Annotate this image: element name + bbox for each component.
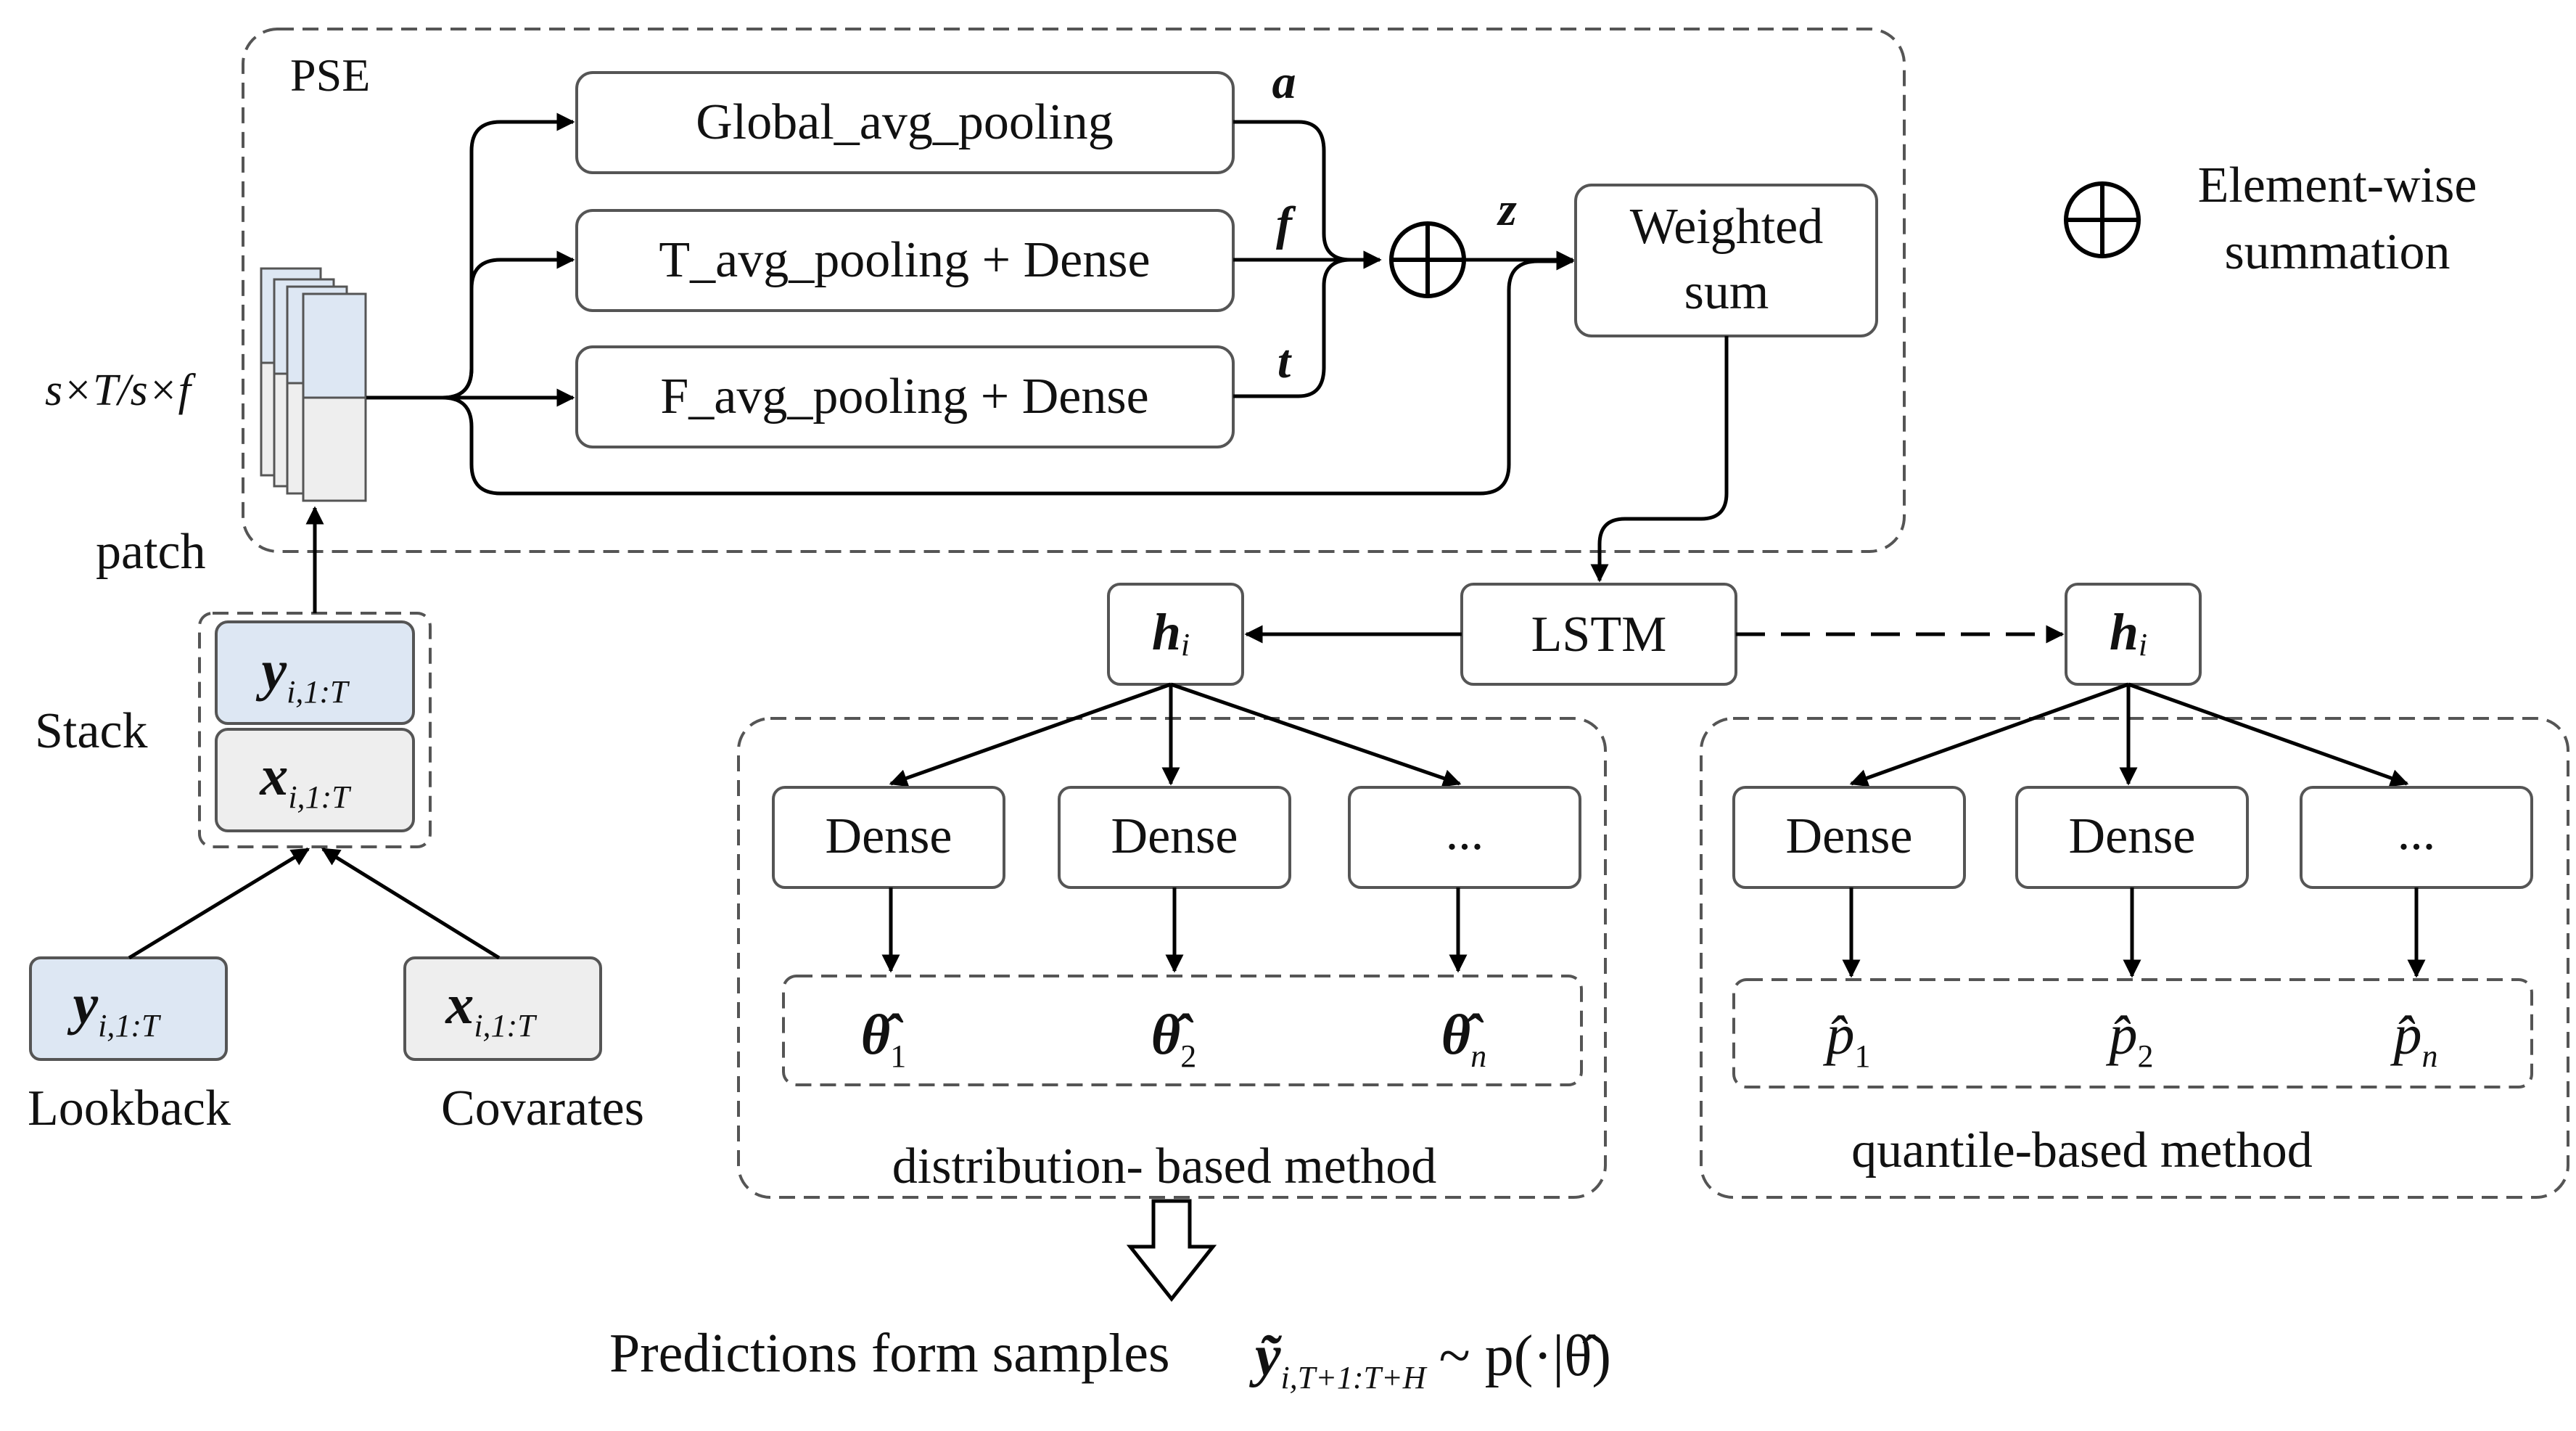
quant-output-container (1732, 978, 2533, 1088)
dist-output-container (782, 975, 1583, 1086)
covariates-x-label: xi,1:T (445, 972, 538, 1043)
lookback-box (29, 956, 228, 1061)
theta-n-label: θ̂n (1441, 1003, 1487, 1074)
weighted-sum-line2: sum (1684, 264, 1769, 320)
lookback-to-stack-arrow (128, 847, 310, 960)
p-n-label: p̂n (2390, 1003, 2438, 1074)
h-label-quantile: hi (2110, 603, 2147, 663)
stack-x-label: xi,1:T (259, 744, 352, 815)
output-a-label: a (1272, 56, 1296, 109)
global-avg-pooling-label: Global_avg_pooling (696, 94, 1113, 150)
quant-dense-label-2: Dense (2069, 808, 2196, 864)
dist-dense-label-2: Dense (1111, 808, 1238, 864)
legend-label-line2: summation (2224, 224, 2450, 280)
distribution-method-label: distribution- based method (892, 1139, 1436, 1194)
quant-dense-label-1: Dense (1786, 808, 1913, 864)
covariates-label: Covarates (441, 1081, 644, 1136)
lookback-label: Lookback (28, 1081, 231, 1136)
h-to-dense1-arrow (889, 682, 1172, 787)
patch-skip-line (442, 252, 1575, 496)
a-to-sum-line (1233, 120, 1382, 269)
p-1-label: p̂1 (1823, 1003, 1871, 1074)
f-avg-pooling-label: F_avg_pooling + Dense (660, 369, 1148, 425)
prediction-text: Predictions form samples (609, 1323, 1170, 1384)
stack-y-label: yi,1:T (256, 639, 351, 710)
covariates-to-stack-arrow (321, 847, 501, 960)
quantile-method-container (1700, 717, 2569, 1199)
lookback-y-label: yi,1:T (67, 972, 162, 1043)
weighted-to-lstm-arrow (1590, 336, 1729, 583)
t-avg-pooling-label: T_avg_pooling + Dense (659, 232, 1150, 288)
patch-label: patch (96, 524, 206, 580)
dist-dense-box-3 (1348, 786, 1581, 889)
legend-label-line1: Element-wise (2198, 157, 2477, 213)
stack-y-box (215, 620, 415, 725)
dist-dense-box-1 (772, 786, 1005, 889)
element-wise-sum-icon (1389, 221, 1466, 298)
hq-to-dense1-arrow (1849, 682, 2129, 787)
output-t-label: t (1277, 335, 1292, 388)
pse-title: PSE (290, 49, 370, 101)
h-to-dense3-arrow (1170, 682, 1462, 787)
stack-x-box (215, 728, 415, 832)
dist-dense-label-1: Dense (826, 808, 952, 864)
output-f-label: f (1276, 197, 1296, 250)
stack-label: Stack (35, 703, 148, 759)
legend-sum-icon (2064, 181, 2141, 258)
quant-dense-box-1 (1732, 786, 1966, 889)
dist-dense-label-3: ... (1446, 805, 1484, 861)
lstm-label: LSTM (1531, 607, 1667, 663)
p-2-label: p̂2 (2106, 1003, 2154, 1074)
quantile-method-label: quantile-based method (1851, 1123, 2313, 1178)
covariates-box (403, 956, 602, 1061)
weighted-sum-line1: Weighted (1630, 199, 1824, 255)
hq-to-dense3-arrow (2128, 682, 2409, 787)
theta-1-label: θ̂1 (861, 1003, 907, 1074)
h-label-distribution: hi (1152, 603, 1190, 663)
hollow-down-arrow (1126, 1199, 1217, 1303)
quant-dense-label-3: ... (2398, 805, 2436, 861)
pse-container (242, 28, 1906, 553)
t-to-sum-line (1233, 250, 1382, 398)
output-z-label: z (1497, 183, 1517, 236)
patch-stack-icon (260, 267, 367, 502)
prediction-formula: ỹi,T+1:T+H~ p(·|θ̂) (1248, 1324, 1611, 1395)
patch-to-t-arrow (442, 250, 575, 400)
patch-shape-label: s×T/s×f (45, 366, 197, 415)
theta-2-label: θ̂2 (1151, 1003, 1197, 1074)
